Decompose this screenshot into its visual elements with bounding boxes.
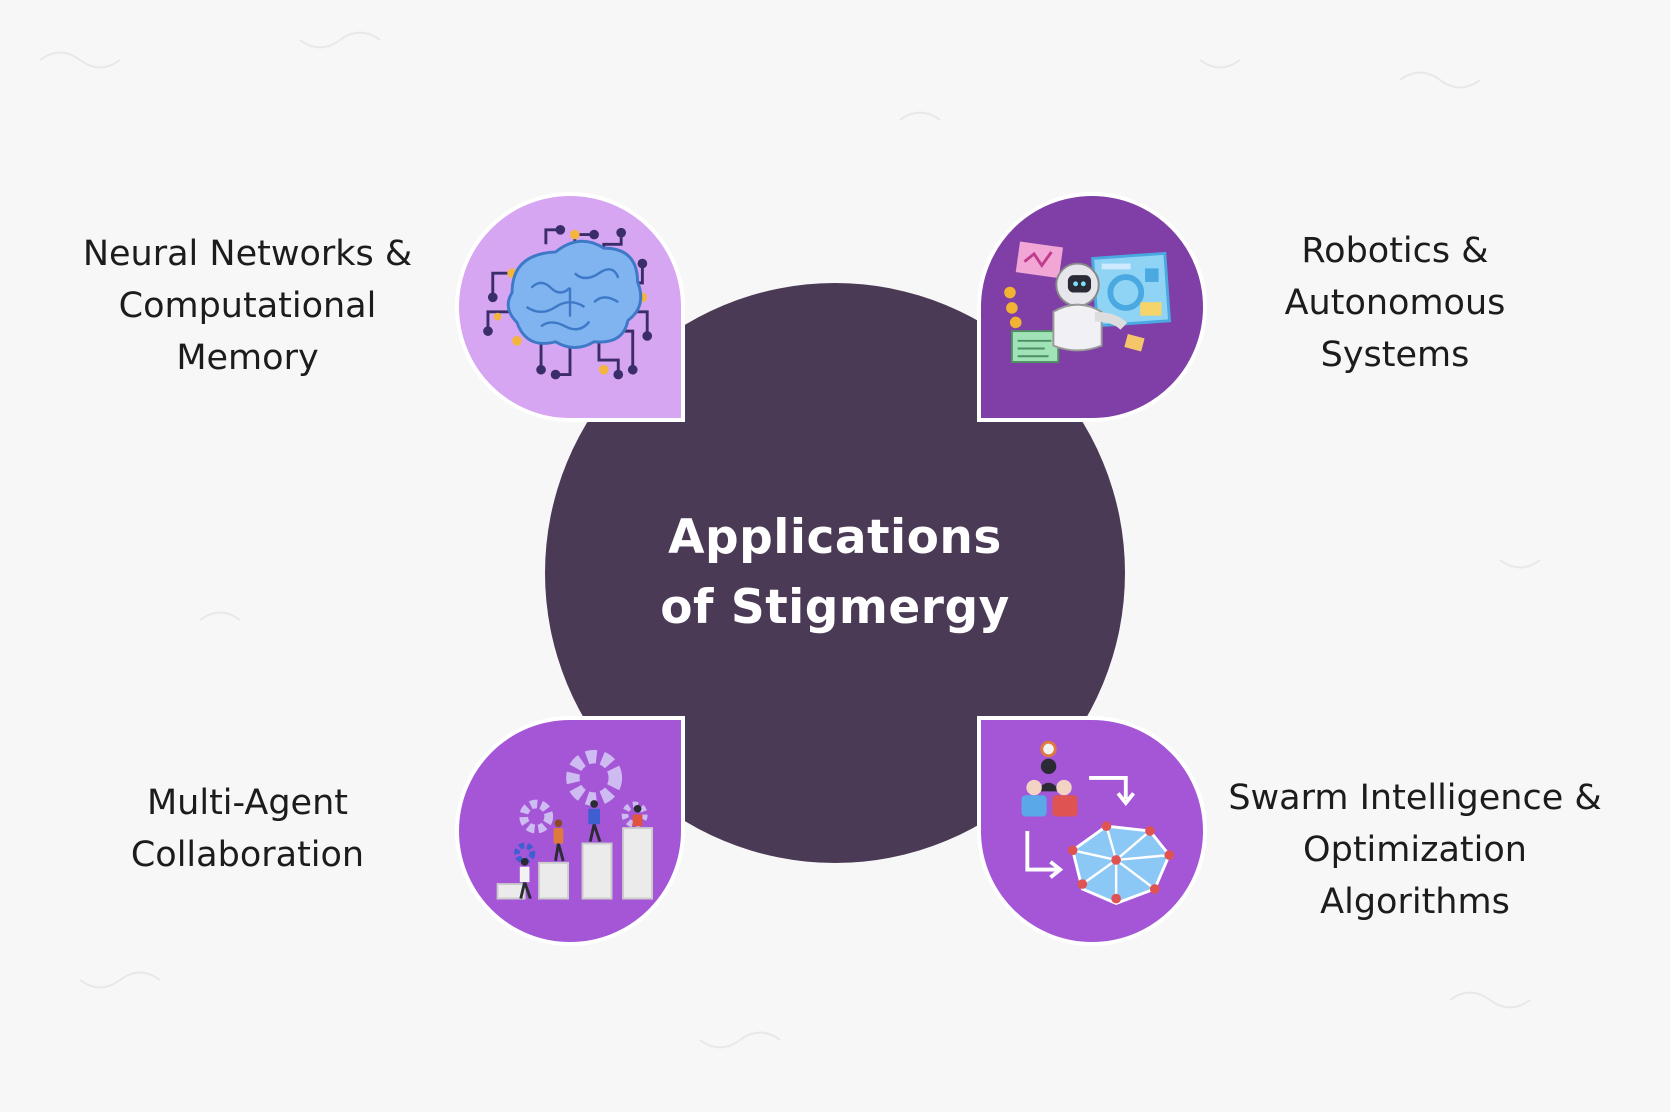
petal-multi-agent xyxy=(455,716,685,946)
topic-label-line: Robotics & xyxy=(1301,231,1489,271)
topic-label-line: Swarm Intelligence & xyxy=(1228,778,1602,818)
topic-label-multi-agent: Multi-Agent Collaboration xyxy=(80,777,415,881)
swarm-network-icon xyxy=(1021,740,1175,905)
topic-label-line: Algorithms xyxy=(1320,882,1510,922)
topic-label-swarm-intelligence: Swarm Intelligence & Optimization Algori… xyxy=(1205,772,1625,928)
robot-dashboard-icon xyxy=(1004,241,1172,363)
petal-robotics xyxy=(977,192,1207,422)
topic-label-line: Multi-Agent xyxy=(146,783,348,823)
gears-team-icon xyxy=(496,749,654,900)
topic-label-robotics: Robotics & Autonomous Systems xyxy=(1215,225,1575,381)
topic-label-line: Systems xyxy=(1320,335,1470,375)
topic-label-line: Optimization xyxy=(1303,830,1527,870)
petal-swarm-intelligence xyxy=(977,716,1207,946)
topic-label-line: Memory xyxy=(176,338,319,378)
hub-title: Applications of Stigmergy xyxy=(660,510,1010,635)
topic-label-line: Neural Networks & xyxy=(82,234,413,274)
topic-label-neural-networks: Neural Networks & Computational Memory xyxy=(60,228,435,384)
topic-label-line: Collaboration xyxy=(130,835,365,875)
petal-neural-networks xyxy=(455,192,685,422)
brain-circuit-icon xyxy=(483,224,653,380)
topic-label-line: Autonomous xyxy=(1284,283,1506,323)
topic-label-line: Computational xyxy=(118,286,377,326)
